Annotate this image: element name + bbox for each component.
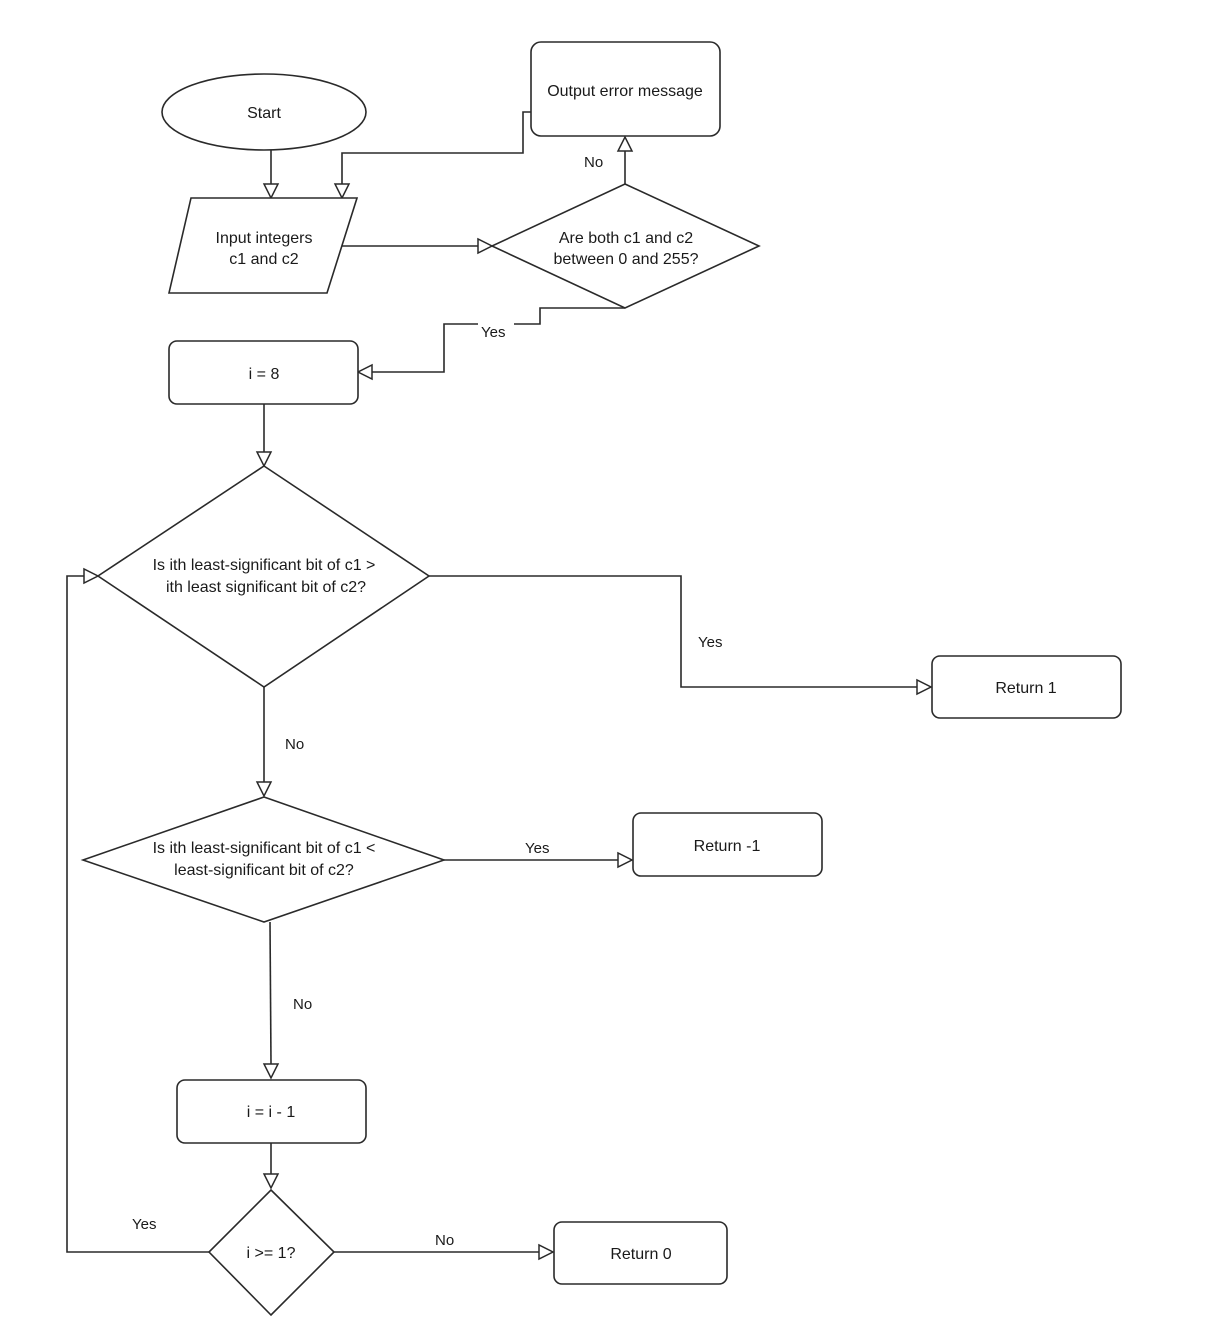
decrement-i-node: [176, 1079, 367, 1144]
range-check-label-line1: Are both c1 and c2: [559, 230, 693, 247]
edge-labels: No Yes Yes No Yes No Yes No: [132, 154, 722, 1249]
edge-greater-yes-arrow: [916, 678, 933, 696]
edge-loop-yes: [66, 575, 210, 1253]
greater-check-node: [96, 465, 431, 688]
edge-label-range-yes: Yes: [481, 324, 505, 341]
init-i-label: i = 8: [249, 366, 280, 383]
input-label-line2: c1 and c2: [229, 251, 298, 268]
edge-less-yes-arrow: [617, 851, 634, 869]
range-check-node: [490, 183, 761, 309]
edge-label-range-no: No: [584, 154, 603, 171]
edge-loop-no-arrow: [538, 1243, 555, 1261]
edge-start-to-input-arrow: [262, 183, 280, 200]
edge-label-less-no: No: [293, 996, 312, 1013]
loop-check-label: i >= 1?: [247, 1245, 296, 1262]
return-1-node: [931, 655, 1122, 719]
init-i-node: [168, 340, 359, 405]
error-output-label: Output error message: [547, 83, 703, 100]
error-output-node: [530, 41, 721, 137]
decrement-i-label: i = i - 1: [247, 1104, 296, 1121]
input-label-line1: Input integers: [216, 230, 313, 247]
edge-label-greater-yes: Yes: [698, 634, 722, 651]
return-neg1-node: [632, 812, 823, 877]
start-node: [161, 73, 367, 151]
edge-label-loop-no: No: [435, 1232, 454, 1249]
range-check-label-line2: between 0 and 255?: [553, 251, 698, 268]
return-0-node: [553, 1221, 728, 1285]
return-neg1-label: Return -1: [694, 838, 761, 855]
less-check-label-line2: least-significant bit of c2?: [174, 862, 354, 879]
edge-range-yes-arrow: [356, 363, 373, 381]
less-check-label-line1: Is ith least-significant bit of c1 <: [153, 840, 376, 857]
edge-error-to-input-arrow: [333, 183, 351, 200]
greater-check-label-line1: Is ith least-significant bit of c1 >: [153, 557, 376, 574]
start-label: Start: [247, 105, 281, 122]
greater-check-label-line2: ith least significant bit of c2?: [166, 579, 366, 596]
return-0-label: Return 0: [610, 1246, 671, 1263]
edge-label-range-yes-bg: [478, 321, 514, 339]
edge-decrement-to-loop-arrow: [262, 1173, 280, 1190]
edge-label-less-yes: Yes: [525, 840, 549, 857]
loop-check-node: [207, 1188, 336, 1317]
edge-init-to-greater-arrow: [255, 451, 273, 468]
input-node: [167, 197, 359, 294]
edge-label-loop-yes: Yes: [132, 1216, 156, 1233]
edge-greater-yes: [429, 575, 917, 688]
edge-error-to-input: [341, 111, 531, 184]
edge-loop-yes-arrow: [83, 567, 100, 585]
edge-greater-no-arrow: [255, 781, 273, 798]
edge-less-no-arrow: [262, 1063, 280, 1080]
edge-less-no: [269, 921, 272, 1065]
nodes: Start Input integers c1 and c2 Output er…: [80, 41, 1122, 1317]
less-check-node: [80, 796, 447, 923]
edge-range-no-arrow: [616, 135, 634, 152]
return-1-label: Return 1: [995, 680, 1056, 697]
edge-label-greater-no: No: [285, 736, 304, 753]
edge-input-to-range-arrow: [477, 237, 494, 255]
